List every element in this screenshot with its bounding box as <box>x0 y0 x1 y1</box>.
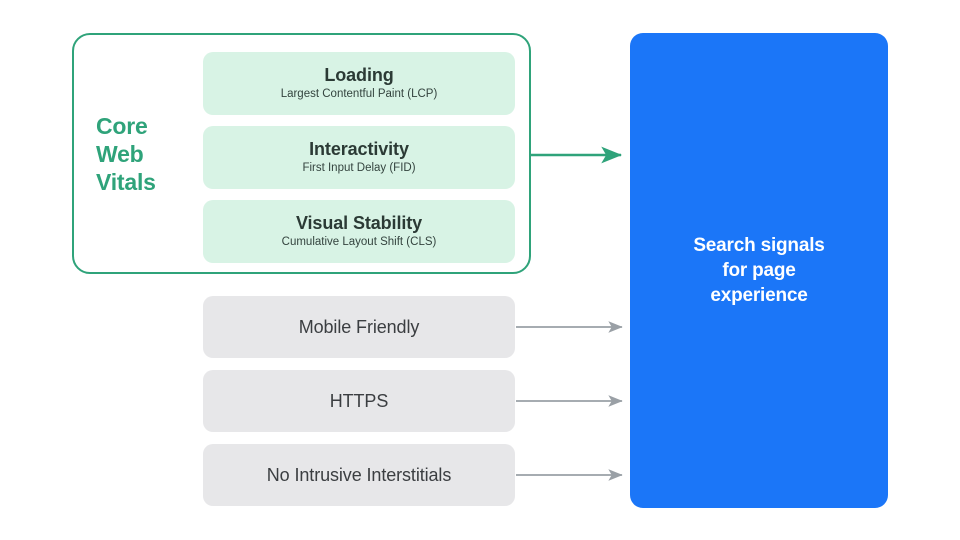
search-signals-panel-text: Search signals for page experience <box>693 234 825 307</box>
core-web-vitals-label-line-1: Core <box>96 113 148 139</box>
core-web-vitals-label: Core Web Vitals <box>96 112 196 196</box>
signal-label-https: HTTPS <box>329 390 389 411</box>
metric-card-visual-stability[interactable]: Visual Stability Cumulative Layout Shift… <box>203 200 515 263</box>
signal-label-no-intrusive-interstitials: No Intrusive Interstitials <box>266 464 452 485</box>
signal-card-https[interactable]: HTTPS <box>203 370 515 432</box>
metric-title-interactivity: Interactivity <box>309 138 409 159</box>
core-web-vitals-label-line-2: Web <box>96 141 144 168</box>
metric-subtitle-loading: Largest Contentful Paint (LCP) <box>280 88 438 101</box>
metric-subtitle-visual-stability: Cumulative Layout Shift (CLS) <box>281 236 437 249</box>
core-web-vitals-label-line-3: Vitals <box>96 169 156 196</box>
metric-subtitle-interactivity: First Input Delay (FID) <box>302 162 416 175</box>
metric-title-visual-stability: Visual Stability <box>295 212 423 233</box>
signal-card-no-intrusive-interstitials[interactable]: No Intrusive Interstitials <box>203 444 515 506</box>
search-signals-panel[interactable]: Search signals for page experience <box>630 33 888 508</box>
metric-card-interactivity[interactable]: Interactivity First Input Delay (FID) <box>203 126 515 189</box>
signal-card-mobile-friendly[interactable]: Mobile Friendly <box>203 296 515 358</box>
metric-card-loading[interactable]: Loading Largest Contentful Paint (LCP) <box>203 52 515 115</box>
signal-label-mobile-friendly: Mobile Friendly <box>298 316 420 337</box>
metric-title-loading: Loading <box>324 64 394 85</box>
